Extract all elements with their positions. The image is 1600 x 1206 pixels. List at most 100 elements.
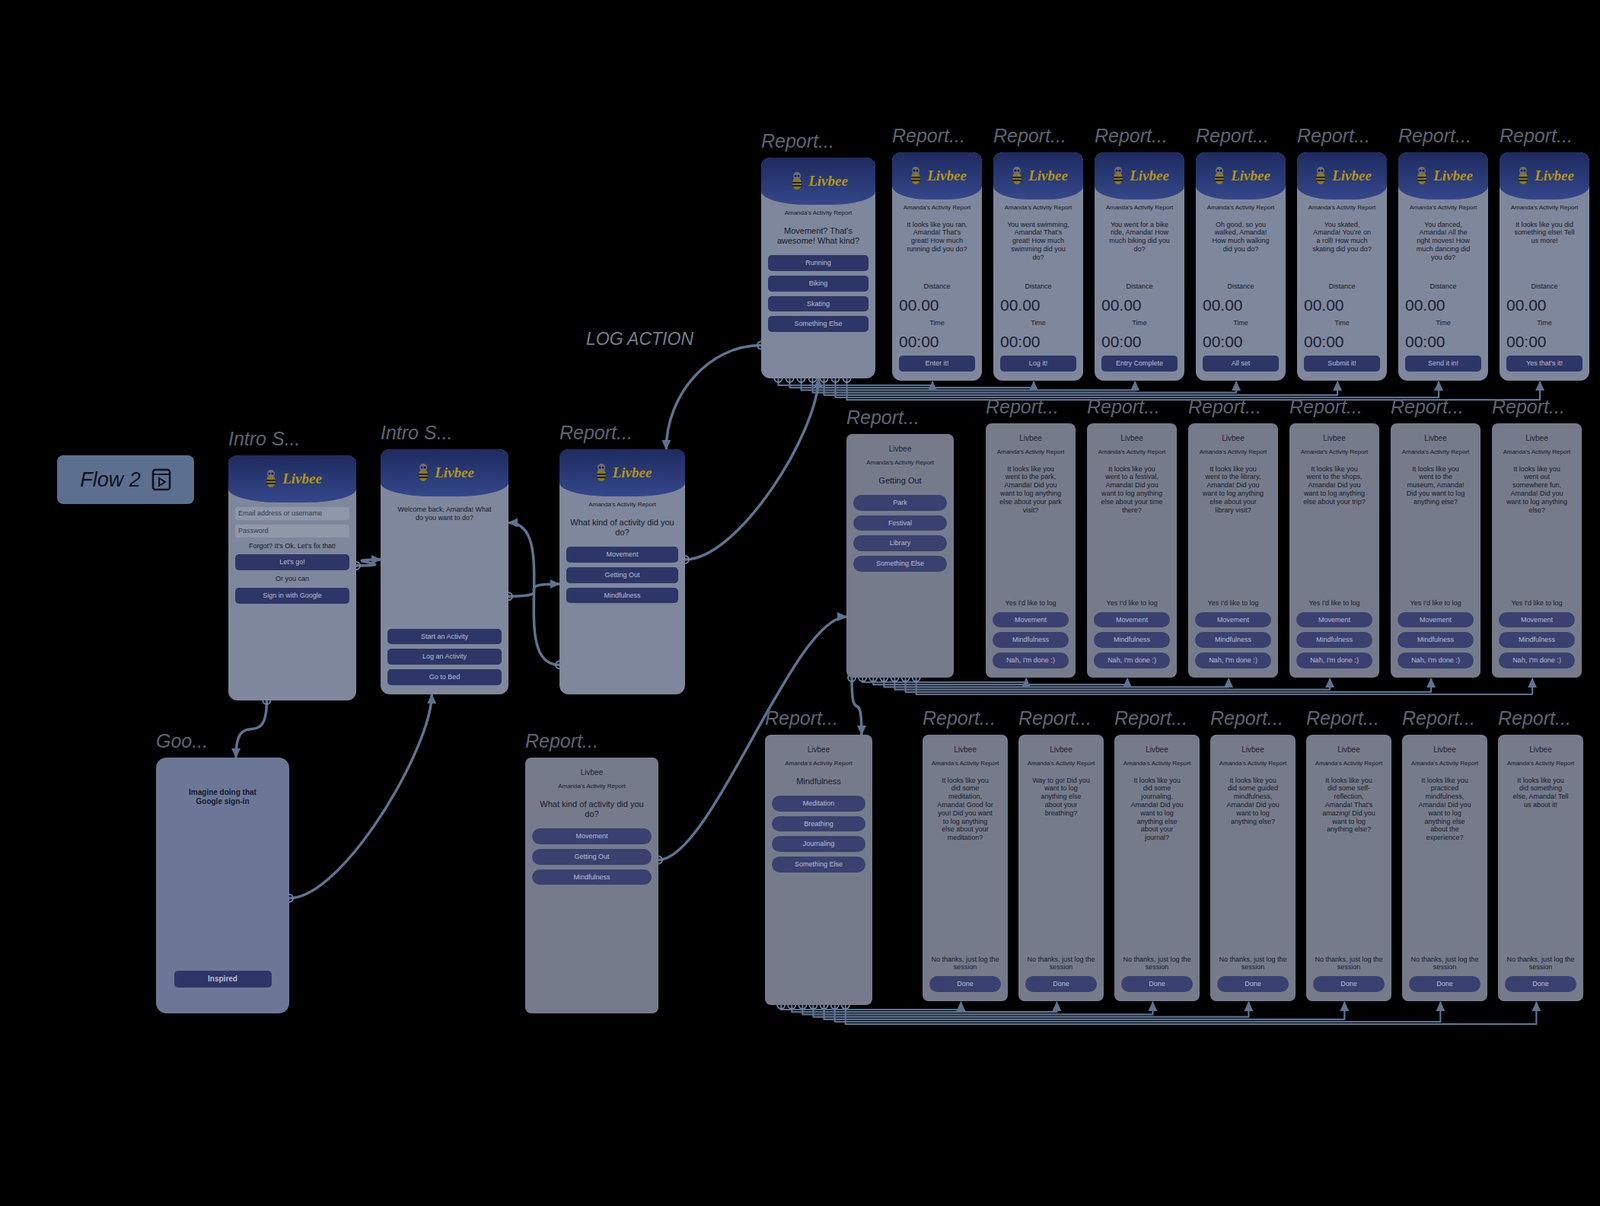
caption-text: No thanks, just log the session [929,955,1001,973]
frame-name: Report... [1188,395,1262,418]
screen-button: Enter it! [898,355,976,372]
screen-button: Nah, I'm done :) [992,652,1069,669]
screen-button: All set [1202,355,1279,372]
prompt-text: You went swimming, Amanda! That's great!… [1000,216,1077,279]
caption-text: Distance [1506,282,1583,291]
report-subtitle: Amanda's Activity Report [853,458,947,467]
report-subtitle: Amanda's Activity Report [771,759,866,768]
caption-text: Time [1000,318,1077,328]
screen-content: Email address or usernamePasswordForgot?… [228,502,357,701]
screen-content: Amanda's Activity ReportMovement? That's… [761,204,876,379]
frame-name: Report... [985,395,1059,418]
caption-text: Distance [1202,282,1279,291]
frame-name: Report... [892,124,966,147]
flow-connector [916,677,1533,695]
prompt-text: It looks like you did some guided mindfu… [1217,771,1289,951]
screen-button: Log it! [1000,355,1077,372]
flow-connector [824,1001,1346,1020]
prompt-text: Welcome back, Amanda! What do you want t… [387,500,502,625]
screen-button: Breathing [771,815,866,832]
report-subtitle: Amanda's Activity Report [1408,759,1481,768]
prompt-text: It looks like you went to a festival, Am… [1093,460,1170,595]
app-header: Livbee [761,157,876,205]
frame-name: Report... [1297,124,1371,147]
caption-text: Yes I'd like to log [1296,599,1373,608]
screen-content: Amanda's Activity ReportIt looks like yo… [985,443,1076,678]
screen-content: Amanda's Activity Report It looks like yo… [892,199,982,381]
screen-content: Amanda's Activity ReportIt looks like yo… [922,755,1008,1001]
frame-name: Report... [1499,124,1573,147]
screen-button: Movement [566,546,679,563]
app-logo: Livbee [1390,423,1481,444]
flow-connector [905,677,1432,692]
screen-frame: Report...LivbeeAmanda's Activity ReportI… [1306,734,1392,1001]
screen-frame: Report...LivbeeAmanda's Activity ReportW… [559,449,686,695]
screen-button: Nah, I'm done :) [1296,652,1373,669]
flow-connector [873,677,1128,685]
app-logo: Livbee [1129,167,1170,185]
caption-text: Distance [898,282,976,291]
screen-button: Nah, I'm done :) [1397,652,1474,669]
screen-button: Mindfulness [1093,631,1170,648]
screen-content: Amanda's Activity ReportYou went swimmin… [993,199,1084,381]
screen-frame: Report...LivbeeAmanda's Activity ReportI… [892,152,982,381]
caption-text: Or you can [235,574,350,584]
caption-text: No thanks, just log the session [1408,955,1481,973]
screen-button: Nah, I'm done :) [1498,652,1575,669]
flow-connector [835,1001,1441,1022]
prompt-text: You skated, Amanda! You're on a roll! Ho… [1303,216,1381,279]
screen-button: Let's go! [235,554,350,571]
prompt-text: You danced, Amanda! All the right moves!… [1405,216,1482,279]
frame-name: Report... [1498,707,1572,730]
report-subtitle: Amanda's Activity Report [898,203,976,212]
screen-content: Amanda's Activity ReportIt looks like yo… [1210,755,1296,1001]
report-subtitle: Amanda's Activity Report [1498,448,1575,456]
screen-button: Done [1025,975,1097,992]
counter-value: 00.00 [1000,295,1077,315]
screen-button: Library [853,535,947,552]
counter-value: 00:00 [1101,331,1178,351]
app-header: Livbee [1195,152,1286,200]
app-header: Livbee [892,152,982,200]
screen-heading: Mindfulness [771,776,866,787]
app-logo: Livbee [1433,167,1473,185]
screen-button: Movement [1397,611,1474,628]
prompt-text: It looks like you ran, Amanda! That's gr… [898,216,976,279]
caption-text: No thanks, just log the session [1313,955,1385,973]
screen-content: Amanda's Activity ReportIt looks like yo… [1289,443,1380,678]
bee-mascot [788,171,806,192]
app-header: Livbee [1297,152,1387,200]
screen-button: Festival [853,515,947,532]
screen-frame: Report...LivbeeAmanda's Activity ReportI… [1210,734,1296,1001]
app-logo: Livbee [1028,167,1068,185]
screen-heading: What kind of activity did you do? [566,517,679,538]
screen-content: Amanda's Activity Report It looks like yo… [1491,443,1582,678]
screen-content: Amanda's Activity ReportIt looks like yo… [1086,443,1177,678]
report-subtitle: Amanda's Activity Report [1101,203,1178,212]
caption-text: Yes I'd like to log [1498,599,1575,608]
screen-button: Inspired [174,970,272,988]
bee-mascot [1109,165,1127,186]
prompt-text: It looks like you went out somewhere fun… [1498,460,1575,595]
bee-mascot [1514,165,1532,186]
text-field: Password [235,524,350,538]
app-logo: Livbee [612,464,653,482]
report-subtitle: Amanda's Activity Report [1313,759,1385,768]
screen-frame: Report...LivbeeAmanda's Activity ReportY… [1398,152,1489,381]
frame-name: Report... [1018,707,1092,730]
screen-button: Movement [1195,611,1272,628]
screen-frame: Report...LivbeeAmanda's Activity ReportI… [922,734,1008,1001]
flow-connector [508,522,560,666]
flow-connector [883,677,1229,687]
screen-content: Amanda's Activity ReportYou went for a b… [1094,199,1185,381]
screen-frame: Report...LivbeeAmanda's Activity ReportM… [761,157,876,379]
caption-text: Distance [1405,282,1482,291]
flow-name: Flow 2 [79,468,141,492]
frame-name: Report... [993,124,1067,147]
screen-content: Amanda's Activity ReportIt looks like yo… [1499,199,1590,381]
caption-text: Distance [1101,282,1178,291]
app-logo: Livbee [434,464,475,482]
screen-content: Amanda's Activity ReportYou skated, Aman… [1297,199,1387,381]
screen-button: Mindfulness [1195,631,1272,648]
prompt-text: Way to go! Did you want to log anything … [1025,771,1097,951]
